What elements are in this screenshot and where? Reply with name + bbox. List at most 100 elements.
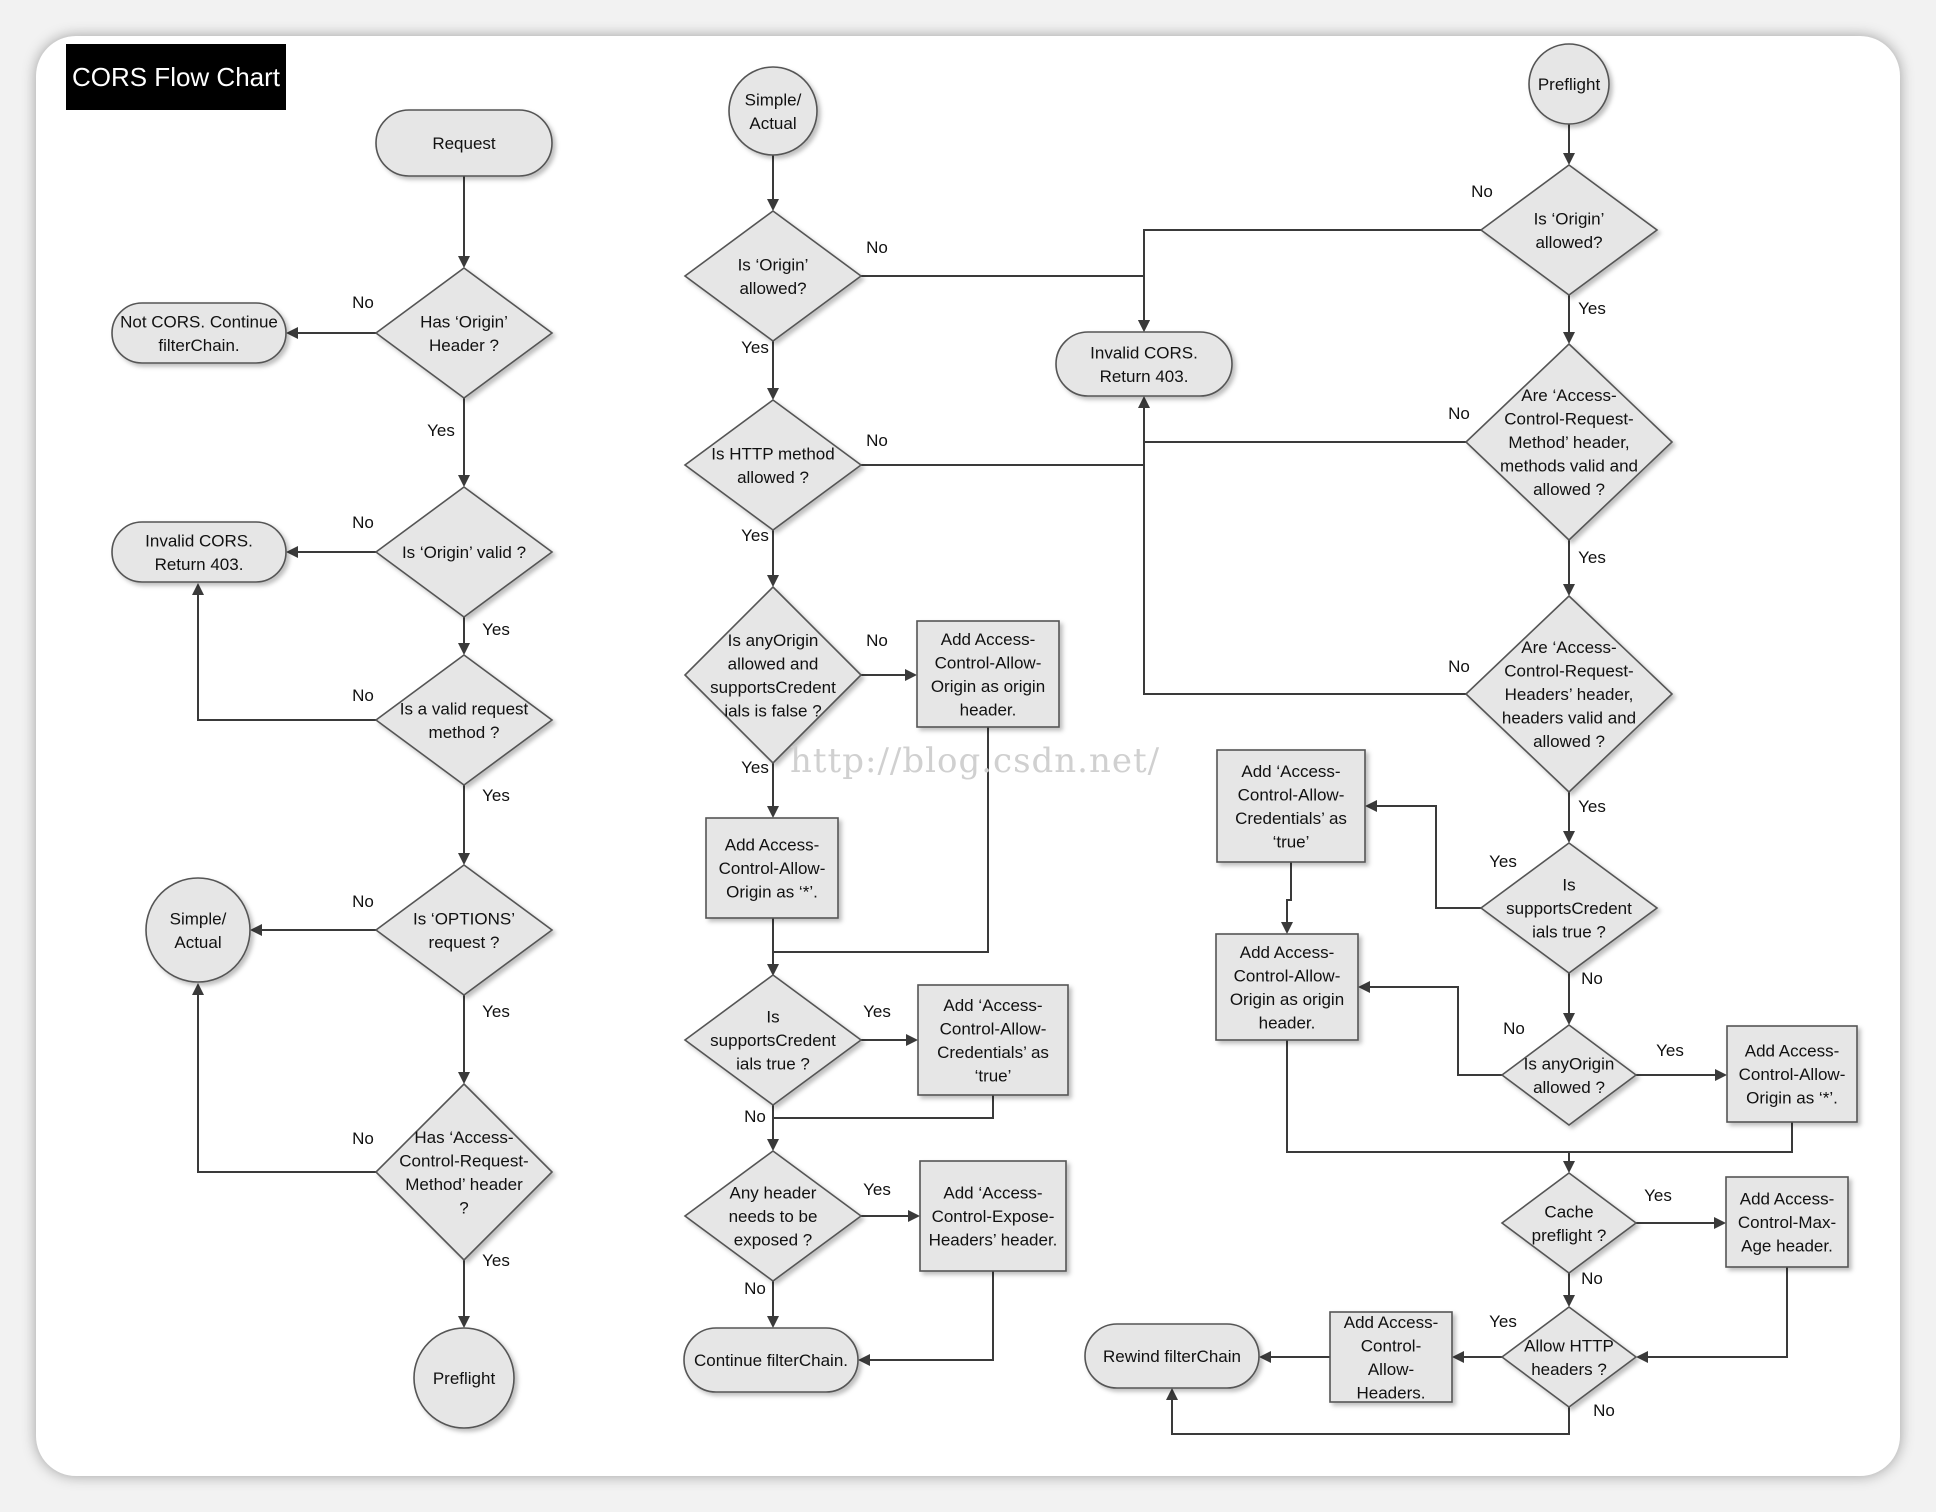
node-s-expose-shape: [683, 1150, 863, 1282]
node-p-allow-headers-shape: [1500, 1306, 1638, 1408]
edge-label-yes: Yes: [482, 786, 510, 805]
edge-label-yes: Yes: [1656, 1041, 1684, 1060]
node-p-acrm-label-line: allowed ?: [1533, 480, 1605, 499]
node-p-acrm: Are ‘Access-Control-Request-Method’ head…: [1464, 342, 1674, 542]
edge-label-no: No: [1503, 1019, 1525, 1038]
node-s-add-expose: Add ‘Access-Control-Expose-Headers’ head…: [919, 1160, 1067, 1272]
node-valid-method: Is a valid request method ?: [374, 654, 554, 786]
node-simple-top-shape: [728, 66, 818, 156]
node-s-add-origin-star-shape: [705, 817, 839, 919]
node-invalid-left-label-line: Invalid CORS.: [145, 531, 253, 550]
node-s-add-origin-star: Add Access-Control-Allow-Origin as ‘*’.: [705, 817, 839, 919]
node-p-cache-label-line: preflight ?: [1532, 1226, 1607, 1245]
node-p-cache-label-line: Cache: [1544, 1202, 1593, 1221]
node-p-add-origin-star-label-line: Origin as ‘*’.: [1746, 1089, 1838, 1108]
chart-title: CORS Flow Chart: [66, 44, 286, 110]
connector: [1138, 396, 1466, 443]
node-invalid-mid: Invalid CORS.Return 403.: [1055, 331, 1233, 397]
node-valid-method-label-line: method ?: [429, 723, 500, 742]
node-invalid-mid-label-line: Invalid CORS.: [1090, 343, 1198, 362]
node-origin-valid-label-line: Is ‘Origin’ valid ?: [402, 543, 526, 562]
node-p-supports-cred-label-line: ials true ?: [1532, 923, 1606, 942]
edge-label-yes: Yes: [427, 421, 455, 440]
node-s-add-expose-label-line: Control-Expose-: [932, 1207, 1055, 1226]
edge-label-yes: Yes: [482, 620, 510, 639]
edge-label-yes: Yes: [1578, 299, 1606, 318]
node-p-acrh-label-line: Headers’ header,: [1505, 685, 1634, 704]
node-p-add-allow-headers-label-line: Control-: [1361, 1336, 1421, 1355]
connector: [773, 1095, 994, 1119]
edge-label-no: No: [1581, 1269, 1603, 1288]
edge-label-yes: Yes: [741, 758, 769, 777]
node-s-add-cred-shape: [917, 984, 1069, 1096]
node-has-acrm-shape: [374, 1082, 554, 1262]
edge-label-no: No: [352, 293, 374, 312]
node-not-cors-label-line: filterChain.: [158, 336, 239, 355]
node-p-add-allow-headers-shape: [1329, 1311, 1453, 1403]
node-p-add-origin-header-label-line: Add Access-: [1240, 943, 1335, 962]
node-s-add-origin-header: Add Access-Control-Allow-Origin as origi…: [916, 620, 1060, 728]
node-s-add-cred-label-line: Control-Allow-: [940, 1019, 1047, 1038]
node-p-add-allow-headers: Add Access-Control-Allow-Headers.: [1329, 1311, 1453, 1403]
node-request-shape: [375, 109, 553, 177]
watermark: http://blog.csdn.net/: [790, 741, 1160, 781]
node-p-supports-cred-label-line: Is: [1562, 876, 1575, 895]
node-s-continue: Continue filterChain.: [683, 1327, 859, 1393]
node-simple-left-label-line: Actual: [174, 933, 221, 952]
edge-label-no: No: [1593, 1401, 1615, 1420]
node-s-anyorigin-label-line: supportsCredent: [710, 678, 836, 697]
connector: [1281, 862, 1293, 934]
node-s-supports-cred-shape: [683, 974, 863, 1106]
node-not-cors-shape: [111, 302, 287, 364]
node-options-req-shape: [374, 864, 554, 996]
node-preflight-left: Preflight: [413, 1327, 515, 1429]
edge-label-no: No: [352, 513, 374, 532]
node-p-acrm-label-line: Method’ header,: [1508, 433, 1629, 452]
edge-label-yes: Yes: [741, 338, 769, 357]
node-has-origin-label-line: Header ?: [429, 336, 499, 355]
node-p-origin-allowed-shape: [1479, 164, 1659, 296]
node-s-origin-allowed-shape: [683, 210, 863, 342]
connector: [773, 727, 989, 953]
node-p-add-cred-label-line: Add ‘Access-: [1241, 762, 1340, 781]
node-s-add-origin-header-label-line: header.: [960, 700, 1017, 719]
node-simple-left: Simple/Actual: [145, 877, 251, 983]
node-p-origin-allowed-label-line: Is ‘Origin’: [1534, 209, 1605, 228]
edge-label-no: No: [866, 631, 888, 650]
node-s-origin-allowed-label-line: Is ‘Origin’: [738, 255, 809, 274]
node-p-acrm-label-line: Are ‘Access-: [1521, 386, 1616, 405]
node-preflight-left-label-line: Preflight: [433, 1369, 496, 1388]
node-s-expose-label-line: needs to be: [729, 1207, 818, 1226]
node-p-anyorigin-label-line: Is anyOrigin: [1524, 1054, 1615, 1073]
node-p-acrh-label-line: Control-Request-: [1504, 662, 1633, 681]
node-p-anyorigin-shape: [1500, 1024, 1638, 1126]
node-s-expose-label-line: Any header: [730, 1184, 817, 1203]
node-p-add-maxage: Add Access-Control-Max-Age header.: [1725, 1176, 1849, 1268]
node-preflight-left-shape: [413, 1327, 515, 1429]
node-p-add-allow-headers-label-line: Allow-: [1368, 1360, 1414, 1379]
node-p-add-cred-label-line: ‘true’: [1273, 832, 1310, 851]
node-valid-method-label-line: Is a valid request: [400, 699, 529, 718]
edge-label-yes: Yes: [741, 526, 769, 545]
edge-label-no: No: [744, 1279, 766, 1298]
edge-label-yes: Yes: [1489, 852, 1517, 871]
node-invalid-left-shape: [111, 521, 287, 583]
node-p-acrh-label-line: Are ‘Access-: [1521, 638, 1616, 657]
node-p-add-origin-star-label-line: Add Access-: [1745, 1042, 1840, 1061]
node-p-allow-headers-label-line: Allow HTTP: [1524, 1336, 1614, 1355]
node-p-add-origin-star-shape: [1726, 1025, 1858, 1123]
connector: [1569, 1122, 1793, 1153]
node-s-add-cred-label-line: Credentials’ as: [937, 1043, 1049, 1062]
connector: [192, 583, 376, 721]
node-simple-top-label-line: Simple/: [745, 90, 802, 109]
node-request: Request: [375, 109, 553, 177]
node-p-add-cred-label-line: Credentials’ as: [1235, 809, 1347, 828]
node-options-req-label-line: request ?: [429, 933, 500, 952]
edge-label-yes: Yes: [863, 1002, 891, 1021]
node-s-add-origin-star-label-line: Control-Allow-: [719, 859, 826, 878]
